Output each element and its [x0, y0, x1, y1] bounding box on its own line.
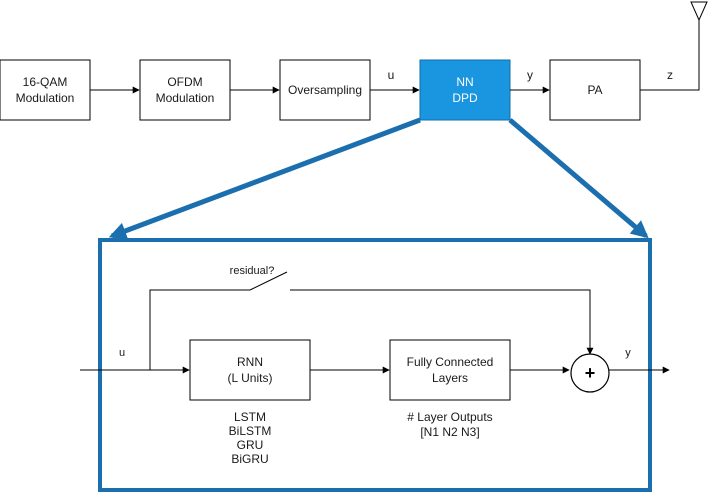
- ofdm-label-line2: Modulation: [156, 91, 215, 105]
- antenna-icon: [690, 1, 708, 22]
- ofdm-label-line1: OFDM: [167, 75, 202, 89]
- input-u-label: u: [119, 347, 125, 359]
- expansion-arrows: [108, 117, 649, 240]
- sum-sign: +: [585, 363, 596, 383]
- output-y-label: y: [625, 347, 631, 359]
- fc-outputs-line2: [N1 N2 N3]: [420, 425, 479, 439]
- signal-y-label: y: [527, 68, 533, 82]
- pa-label: PA: [587, 83, 602, 97]
- pa-to-antenna-line: [640, 20, 700, 91]
- oversampling-label: Oversampling: [288, 83, 362, 97]
- rnn-type-item: GRU: [237, 438, 264, 452]
- expansion-arrow-right: [508, 118, 649, 239]
- oversampling-block[interactable]: Oversampling: [279, 59, 371, 121]
- fc-outputs-line1: # Layer Outputs: [407, 410, 492, 424]
- nn-dpd-block[interactable]: NN DPD: [419, 59, 511, 121]
- dpd-detail-panel: u residual? RNN (L Units) LSTMBiLSTMGRUB…: [80, 238, 670, 492]
- residual-path-right: [290, 289, 594, 355]
- ofdm-modulation-block[interactable]: OFDM Modulation: [139, 59, 231, 121]
- rnn-block[interactable]: RNN (L Units): [189, 339, 311, 401]
- residual-label: residual?: [230, 265, 275, 277]
- fc-label-line2: Layers: [432, 371, 468, 385]
- dpd-label-line2: DPD: [452, 91, 478, 105]
- dpd-label-line1: NN: [456, 75, 473, 89]
- rnn-type-item: BiGRU: [231, 452, 268, 466]
- signal-u-label: u: [388, 68, 395, 82]
- fc-label-line1: Fully Connected: [407, 355, 494, 369]
- sum-junction[interactable]: +: [570, 353, 610, 393]
- qam-label-line2: Modulation: [16, 91, 75, 105]
- pa-block[interactable]: PA: [549, 59, 641, 121]
- rnn-label-line1: RNN: [237, 355, 263, 369]
- rnn-type-item: LSTM: [234, 410, 266, 424]
- qam-label-line1: 16-QAM: [23, 75, 68, 89]
- expansion-arrow-left: [108, 117, 421, 240]
- fully-connected-block[interactable]: Fully Connected Layers: [389, 339, 511, 401]
- signal-chain: 16-QAM Modulation OFDM Modulation Oversa…: [0, 1, 708, 121]
- qam-modulation-block[interactable]: 16-QAM Modulation: [0, 59, 91, 121]
- signal-z-label: z: [667, 68, 673, 82]
- rnn-type-item: BiLSTM: [229, 424, 272, 438]
- detail-frame: [98, 238, 652, 492]
- residual-path-left: [149, 289, 250, 370]
- rnn-label-line2: (L Units): [228, 371, 273, 385]
- residual-switch[interactable]: [249, 271, 288, 291]
